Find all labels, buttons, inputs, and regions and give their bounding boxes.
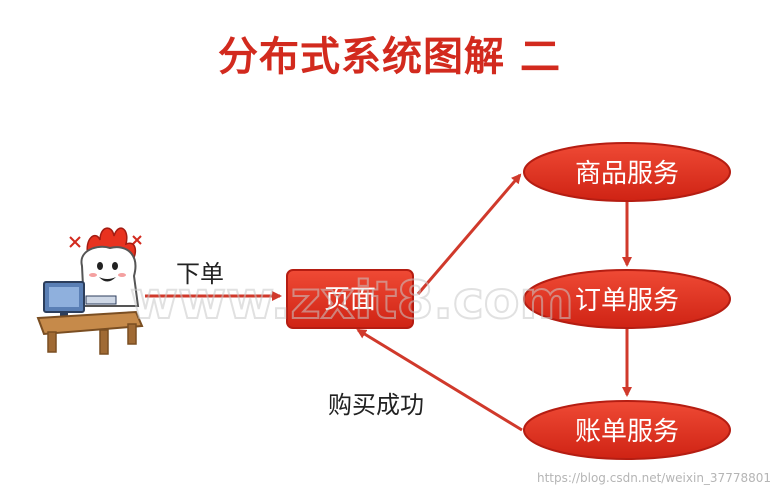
watermark: www.zxit8.com	[130, 271, 574, 331]
node-product-service-label: 商品服务	[575, 159, 679, 189]
node-page-label: 页面	[324, 285, 376, 315]
node-page: 页面	[286, 269, 414, 329]
node-product-service: 商品服务	[523, 142, 731, 202]
user-at-computer-icon	[36, 227, 144, 355]
node-billing-service-label: 账单服务	[575, 417, 679, 447]
arrow-page-to-product	[416, 173, 522, 295]
diagram-title: 分布式系统图解 二	[218, 34, 561, 80]
node-order-service: 订单服务	[523, 269, 731, 329]
label-place-order: 下单	[176, 260, 224, 288]
arrow-billing-to-page	[356, 328, 523, 432]
source-credit: https://blog.csdn.net/weixin_37778801	[536, 471, 771, 485]
label-purchase-success: 购买成功	[328, 391, 424, 419]
node-order-service-label: 订单服务	[575, 286, 679, 316]
node-billing-service: 账单服务	[523, 400, 731, 460]
